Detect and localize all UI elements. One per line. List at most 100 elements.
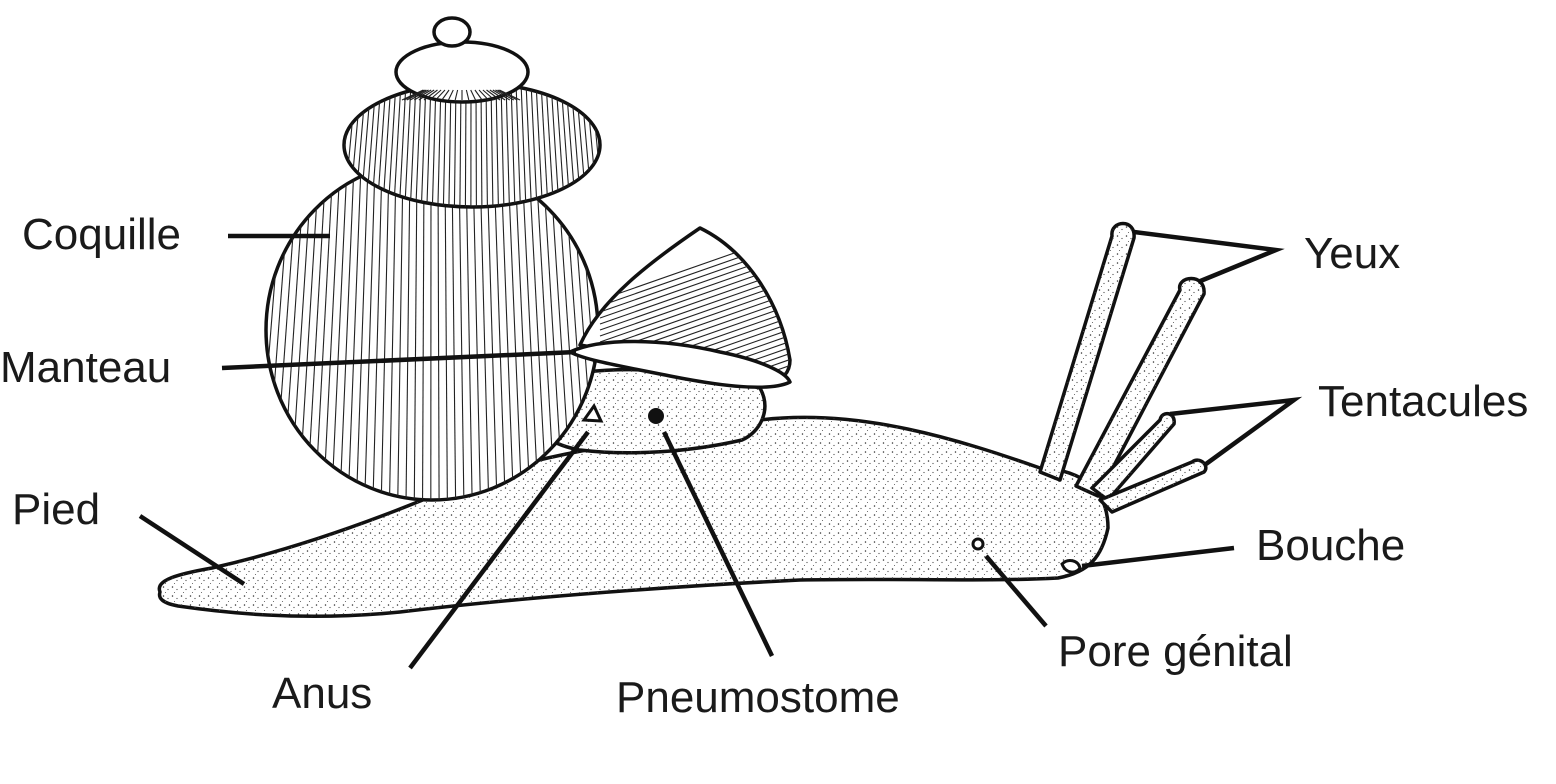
shell-striation [535,164,556,500]
shell-striation [514,164,531,500]
shell-striation [528,164,548,500]
snail-body [157,415,1110,618]
shell-striation [495,83,499,207]
anus-opening [581,403,604,423]
label-yeux: Yeux [1304,229,1401,278]
shell-striation [470,89,477,101]
shell-striation [435,89,446,101]
shell-striation [418,89,435,101]
head [1038,221,1208,574]
shell-striation [387,83,397,207]
shell-striation [465,164,473,500]
shell-striation [505,83,510,207]
shell-striation [413,164,418,500]
shell-striation [525,83,532,207]
label-pied: Pied [12,485,101,534]
leader-anus [408,430,590,670]
shell-striation [444,164,448,500]
shell-striation [530,83,538,207]
shell-striation [423,89,438,101]
shell-striation [465,89,470,101]
label-pneumostome: Pneumostome [616,673,900,722]
leader-pneumostome [661,431,775,657]
shell-striation [306,164,327,500]
label-anus: Anus [272,669,373,718]
shell-striation [499,89,521,101]
shell-striation [331,164,348,500]
shell-striation [500,83,505,207]
shell-striation [406,89,427,101]
shell-striation [405,164,411,500]
shell-striation [515,83,521,207]
shell-striation [372,164,383,500]
shell-striation [492,89,511,101]
label-manteau: Manteau [0,343,172,392]
shell-striation [545,83,554,207]
shell-striation [382,83,392,207]
shell-striation [380,164,390,500]
shell-striation [500,164,514,500]
shell-striation [376,83,387,207]
shell-striation [490,83,494,207]
shell-striation [355,164,369,500]
leader-lines [138,229,1303,670]
shell-striation [422,164,425,500]
shell-striation [480,83,483,207]
shell-striation [437,164,440,500]
shell-striation [415,83,422,207]
shell-striation [458,164,465,500]
shell-striation [555,83,565,207]
shell-striation [339,164,355,500]
shell-striation [540,83,549,207]
label-coquille: Coquille [22,210,181,259]
shell-striation [497,89,518,101]
shell-striation [409,89,429,101]
shell-striation [397,164,404,500]
shell-striation [447,89,454,101]
shell-striation [401,89,424,101]
shell-striation [507,164,523,500]
shell-striation [599,349,790,385]
shell-striation [489,89,506,101]
shell-striation [403,89,425,101]
shell-striation [486,89,501,101]
shell-striation [347,164,362,500]
shell-striation [437,83,442,207]
shell-striation [426,83,432,207]
shell-striation [431,83,437,207]
label-pore-genital: Pore génital [1058,627,1293,676]
shell-striation [493,164,506,500]
shell-striation [314,164,334,500]
label-bouche: Bouche [1256,521,1406,570]
shell-striation [404,83,412,207]
shell-striation [601,82,614,207]
pneumostome-opening [648,408,664,424]
leader-manteau [221,349,577,371]
leader-bouche [1081,545,1235,569]
shell-striation [510,83,516,207]
shell-striation [479,164,490,500]
shell-striation [388,164,397,500]
shell-striation [535,83,543,207]
shell-striation [429,89,442,101]
leader-pied [138,514,246,586]
shell-striation [441,89,450,101]
shell-striation [474,89,483,101]
shell-striation [393,83,402,207]
shell-striation [485,83,488,207]
shell-striation [495,89,515,101]
shell-striation [364,164,376,500]
leader-tentacules [1169,396,1303,466]
genital-pore [971,537,985,551]
shell-striation [454,89,459,101]
shell-striation [420,83,427,207]
shell-striation [478,89,489,101]
shell-striation [482,89,495,101]
label-tentacules: Tentacules [1318,377,1529,426]
leader-pore [984,554,1048,628]
shell-striation [409,83,417,207]
shell-striation [520,83,527,207]
shell-striation [550,83,560,207]
shell-striation [413,89,432,101]
